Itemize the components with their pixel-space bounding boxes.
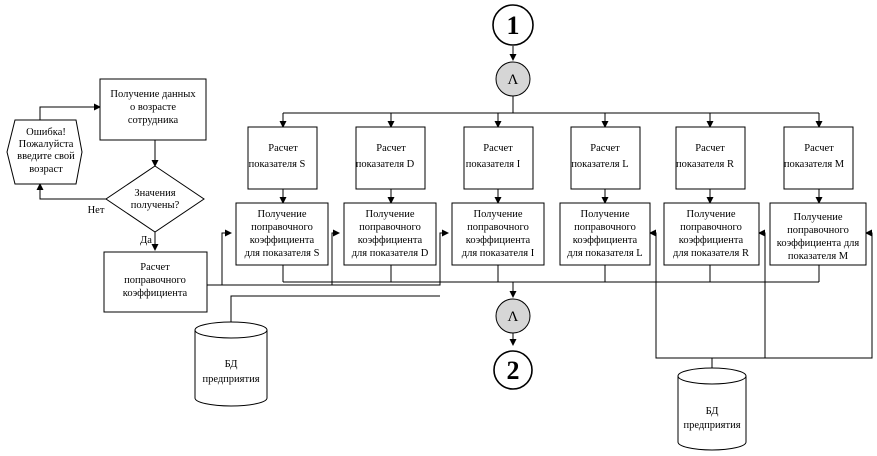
calc-indicator-line-1: Расчет: [695, 143, 725, 154]
and-bottom-label: Λ: [508, 309, 519, 325]
coef-indicator-line-2: поправочного: [574, 222, 636, 233]
indicator-column-l: Расчет показателя L Получение поправочно…: [559, 126, 651, 266]
indicator-column-m: Расчет показателя M Получение поправочно…: [769, 126, 867, 266]
calc-indicator-box: [355, 126, 426, 190]
decision-line-2: получены?: [131, 200, 180, 211]
error-line-1: Ошибка!: [26, 127, 66, 138]
calc-indicator-box: [570, 126, 641, 190]
coef-indicator-line-1: Получение: [257, 209, 306, 220]
get-age-box: Получение данных о возрасте сотрудника: [99, 78, 207, 141]
get-age-line-1: Получение данных: [110, 89, 196, 100]
coef-indicator-line-2: поправочного: [251, 222, 313, 233]
calc-coefficient-box: Расчет поправочного коэффициента: [103, 251, 208, 313]
coef-indicator-box: [663, 202, 760, 266]
calc-indicator-box: [463, 126, 534, 190]
indicator-column-s: Расчет показателя S Получение поправочно…: [235, 126, 329, 266]
calc-line-3: коэффициента: [123, 288, 188, 299]
coef-indicator-line-4: показателя M: [788, 251, 849, 262]
calc-indicator-box: [783, 126, 854, 190]
coef-indicator-line-4: для показателя L: [567, 248, 642, 259]
db-left-line-2: предприятия: [202, 374, 259, 385]
connector-lines: [36, 46, 873, 368]
connector-1-label: 1: [507, 11, 520, 40]
coef-indicator-line-3: коэффициента: [573, 235, 638, 246]
coef-indicator-box: [343, 202, 437, 266]
indicator-column-i: Расчет показателя I Получение поправочно…: [451, 126, 545, 266]
coef-indicator-line-2: поправочного: [680, 222, 742, 233]
decision-line-1: Значения: [134, 188, 175, 199]
calc-line-1: Расчет: [140, 262, 170, 273]
coef-indicator-line-1: Получение: [365, 209, 414, 220]
coef-indicator-line-3: коэффициента: [250, 235, 315, 246]
indicator-columns: Расчет показателя S Получение поправочно…: [235, 126, 867, 266]
calc-indicator-line-2: показателя S: [249, 159, 306, 170]
calc-indicator-line-1: Расчет: [804, 143, 834, 154]
calc-indicator-line-2: показателя R: [676, 159, 734, 170]
and-gate-top: Λ: [495, 61, 531, 97]
coef-indicator-box: [235, 202, 329, 266]
database-right: БД предприятия: [677, 367, 747, 451]
coef-indicator-box: [769, 202, 867, 266]
coef-indicator-line-3: коэффициента: [679, 235, 744, 246]
db-right-line-1: БД: [706, 406, 719, 417]
coef-indicator-line-1: Получение: [580, 209, 629, 220]
indicator-column-d: Расчет показателя D Получение поправочно…: [343, 126, 437, 266]
connector-1: 1: [492, 4, 534, 46]
indicator-column-r: Расчет показателя R Получение поправочно…: [663, 126, 760, 266]
coef-indicator-line-4: для показателя R: [673, 248, 749, 259]
and-gate-bottom: Λ: [495, 298, 531, 334]
error-line-3: введите свой: [17, 151, 75, 162]
get-age-line-3: сотрудника: [128, 115, 179, 126]
calc-indicator-line-2: показателя I: [466, 159, 521, 170]
and-top-label: Λ: [508, 72, 519, 88]
coef-indicator-box: [451, 202, 545, 266]
db-right-line-2: предприятия: [683, 420, 740, 431]
calc-indicator-line-1: Расчет: [268, 143, 298, 154]
coef-indicator-line-3: коэффициента: [466, 235, 531, 246]
coef-indicator-line-4: для показателя D: [352, 248, 429, 259]
coef-indicator-box: [559, 202, 651, 266]
database-left: БД предприятия: [194, 321, 268, 407]
offpage-connector-bottom: [493, 350, 533, 390]
connector-2-label: 2: [507, 356, 520, 385]
coef-indicator-line-4: для показателя I: [462, 248, 535, 259]
calc-indicator-line-2: показателя M: [784, 159, 845, 170]
coef-indicator-line-2: поправочного: [787, 225, 849, 236]
calc-indicator-line-1: Расчет: [376, 143, 406, 154]
coef-indicator-line-4: для показателя S: [245, 248, 320, 259]
coef-indicator-line-2: поправочного: [359, 222, 421, 233]
get-age-line-2: о возрасте: [130, 102, 176, 113]
error-line-4: возраст: [29, 164, 63, 175]
decision-diamond: Значения получены?: [105, 165, 205, 233]
yes-label: Да: [140, 235, 152, 246]
calc-indicator-line-2: показателя D: [356, 159, 415, 170]
db-left-line-1: БД: [225, 359, 238, 370]
calc-indicator-box: [247, 126, 318, 190]
coef-indicator-line-1: Получение: [473, 209, 522, 220]
error-line-2: Пожалуйста: [19, 139, 74, 150]
coef-indicator-line-3: коэффициента для: [777, 238, 860, 249]
coef-indicator-line-1: Получение: [793, 212, 842, 223]
offpage-connector-top: [492, 4, 534, 46]
calc-line-2: поправочного: [124, 275, 186, 286]
connector-2: 2: [493, 350, 533, 390]
coef-indicator-line-3: коэффициента: [358, 235, 423, 246]
calc-indicator-line-1: Расчет: [590, 143, 620, 154]
error-display: Ошибка! Пожалуйста введите свой возраст: [6, 119, 83, 185]
no-label: Нет: [88, 205, 105, 216]
coef-indicator-line-1: Получение: [686, 209, 735, 220]
calc-indicator-box: [675, 126, 746, 190]
calc-indicator-line-2: показателя L: [571, 159, 628, 170]
calc-indicator-line-1: Расчет: [483, 143, 513, 154]
coef-indicator-line-2: поправочного: [467, 222, 529, 233]
